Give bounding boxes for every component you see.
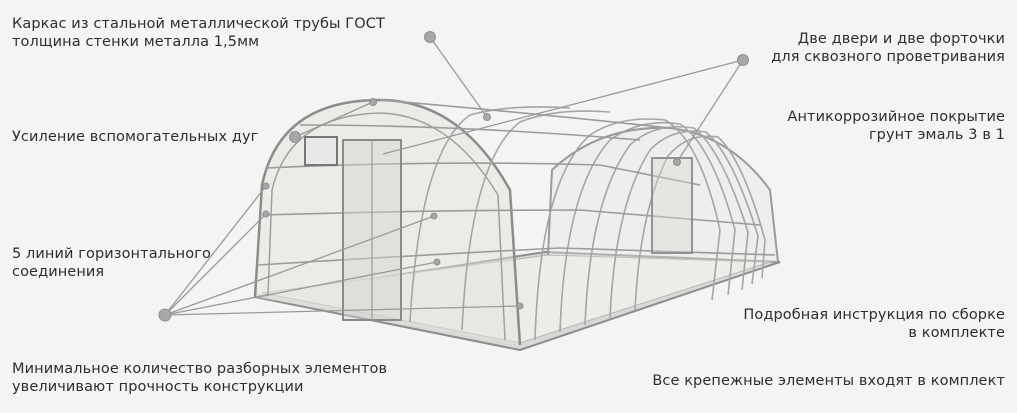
back-door <box>651 157 693 254</box>
doors-marker-icon <box>737 54 749 66</box>
front-vent <box>304 136 338 166</box>
callout-coating-line-1: Антикоррозийное покрытие <box>787 109 1005 125</box>
callout-instructions-line-2: в комплекте <box>908 325 1005 341</box>
lines-marker-icon <box>158 308 172 322</box>
callout-doors-line-1: Две двери и две форточки <box>797 31 1005 47</box>
callout-instructions: Подробная инструкция по сборке в комплек… <box>743 306 1005 342</box>
callout-fasteners-line-1: Все крепежные элементы входят в комплект <box>652 373 1005 389</box>
callout-arcs-line-1: Усиление вспомогательных дуг <box>12 129 259 145</box>
callout-parts-line-1: Минимальное количество разборных элемент… <box>12 361 388 377</box>
callout-lines <box>164 36 744 316</box>
callout-lines-line-1: 5 линий горизонтального <box>12 246 211 262</box>
horizontal-connections <box>257 99 776 266</box>
callout-markers <box>158 31 749 322</box>
callout-doors: Две двери и две форточки для сквозного п… <box>771 30 1005 66</box>
callout-frame-line-2: толщина стенки металла 1,5мм <box>12 34 260 50</box>
callout-arcs: Усиление вспомогательных дуг <box>12 128 258 146</box>
callout-lines: 5 линий горизонтального соединения <box>12 245 211 281</box>
callout-instructions-line-1: Подробная инструкция по сборке <box>743 307 1005 323</box>
callout-coating-line-2: грунт эмаль 3 в 1 <box>868 127 1005 143</box>
frame-marker-icon <box>424 31 436 43</box>
callout-fasteners: Все крепежные элементы входят в комплект <box>652 372 1005 390</box>
callout-lines-line-2: соединения <box>12 264 105 280</box>
callout-frame-line-1: Каркас из стальной металлической трубы Г… <box>12 16 385 32</box>
callout-parts: Минимальное количество разборных элемент… <box>12 360 387 396</box>
callout-coating: Антикоррозийное покрытие грунт эмаль 3 в… <box>787 108 1005 144</box>
inner-arch <box>267 112 506 341</box>
intermediate-arches <box>409 106 766 341</box>
arcs-marker-icon <box>289 131 301 143</box>
callout-doors-line-2: для сквозного проветривания <box>771 49 1005 65</box>
callout-parts-line-2: увеличивают прочность конструкции <box>12 379 304 395</box>
callout-frame: Каркас из стальной металлической трубы Г… <box>12 15 385 51</box>
